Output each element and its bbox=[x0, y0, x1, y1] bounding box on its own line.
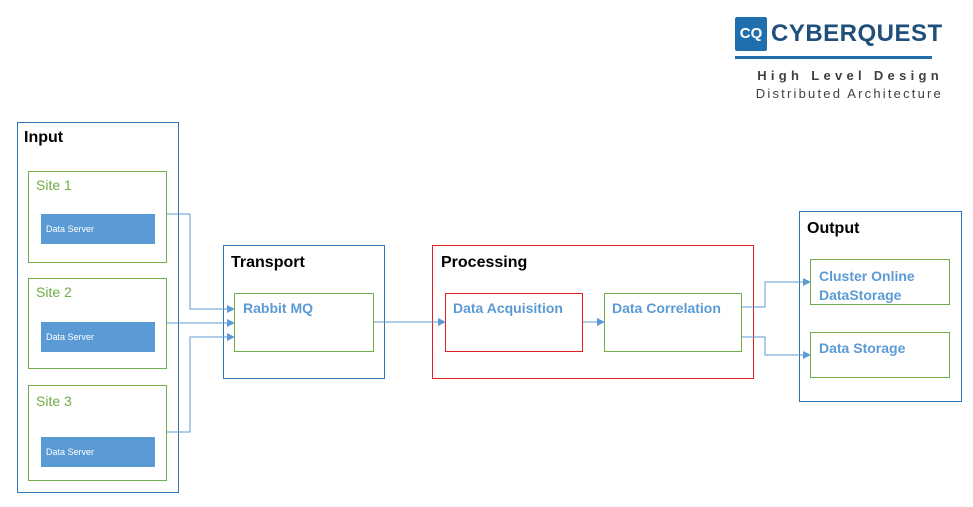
site-1-data-server: Data Server bbox=[41, 214, 155, 244]
cluster-online-datastorage-box: Cluster Online DataStorage bbox=[810, 259, 950, 305]
connector-site1-to-rabbitmq bbox=[167, 213, 235, 313]
data-correlation-label: Data Correlation bbox=[612, 300, 721, 316]
logo-text: CYBERQUEST bbox=[771, 20, 943, 47]
transport-group-title: Transport bbox=[231, 254, 305, 271]
logo-badge: CQ bbox=[735, 17, 767, 51]
output-group-title: Output bbox=[807, 220, 860, 237]
diagram-subtitle-primary: High Level Design bbox=[757, 68, 943, 83]
cluster-label-line1: Cluster Online bbox=[819, 268, 915, 284]
data-acquisition-label: Data Acquisition bbox=[453, 300, 563, 316]
site-2-label: Site 2 bbox=[36, 284, 72, 300]
logo-underline bbox=[735, 56, 932, 59]
data-storage-box: Data Storage bbox=[810, 332, 950, 378]
cluster-label-line2: DataStorage bbox=[819, 287, 902, 303]
rabbit-mq-box: Rabbit MQ bbox=[234, 293, 374, 352]
connector-correlation-to-cluster bbox=[742, 278, 811, 308]
processing-group-title: Processing bbox=[441, 254, 528, 271]
site-3-box: Site 3 Data Server bbox=[28, 385, 167, 481]
site-3-data-server: Data Server bbox=[41, 437, 155, 467]
site-1-box: Site 1 Data Server bbox=[28, 171, 167, 263]
connector-site3-to-rabbitmq bbox=[167, 333, 235, 433]
data-storage-label: Data Storage bbox=[819, 340, 906, 356]
connector-correlation-to-datastorage bbox=[742, 336, 811, 359]
site-2-box: Site 2 Data Server bbox=[28, 278, 167, 369]
data-acquisition-box: Data Acquisition bbox=[445, 293, 583, 352]
site-1-label: Site 1 bbox=[36, 177, 72, 193]
site-2-data-server: Data Server bbox=[41, 322, 155, 352]
site-3-label: Site 3 bbox=[36, 393, 72, 409]
input-group-title: Input bbox=[24, 129, 64, 146]
data-correlation-box: Data Correlation bbox=[604, 293, 742, 352]
diagram-subtitle-secondary: Distributed Architecture bbox=[755, 86, 943, 101]
rabbit-mq-label: Rabbit MQ bbox=[243, 300, 313, 316]
cluster-online-datastorage-label: Cluster Online DataStorage bbox=[819, 267, 915, 305]
